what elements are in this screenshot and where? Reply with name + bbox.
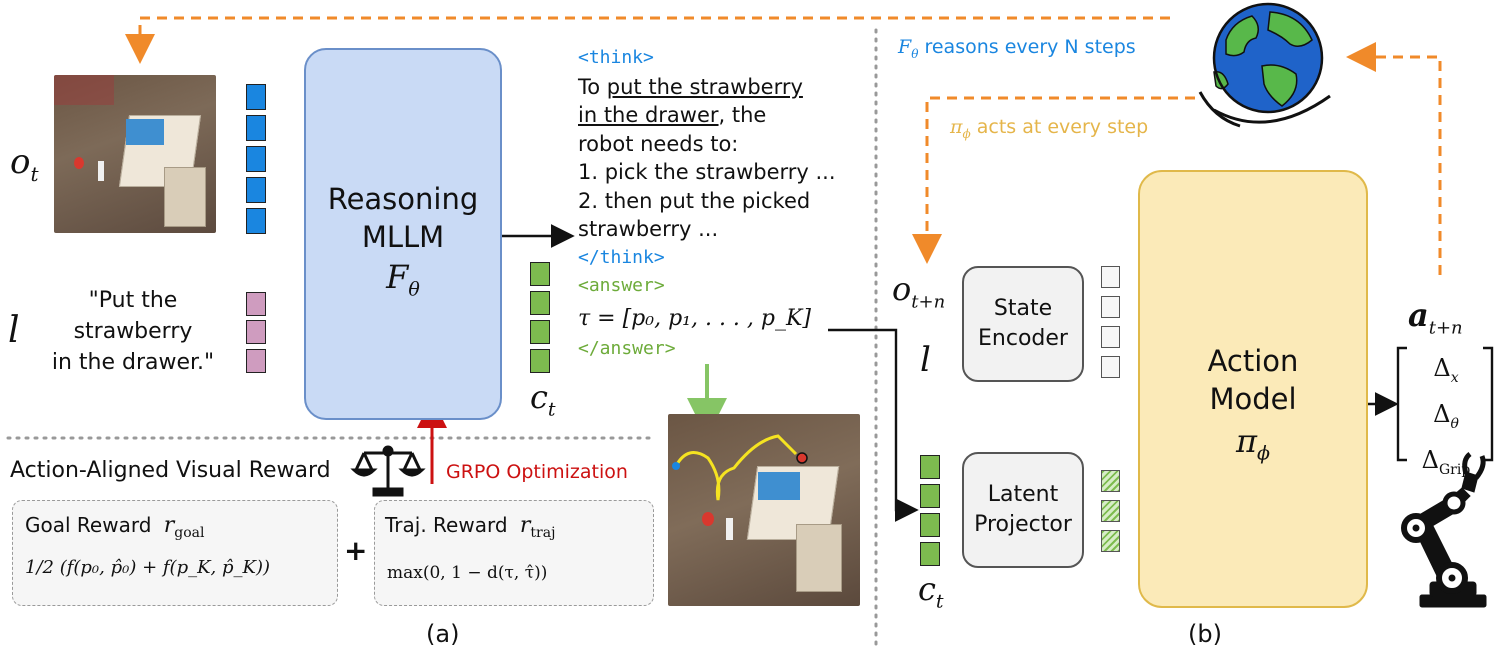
traj-reward-box: Traj. Reward rtraj max(0, 1 − d(τ, τ̂)) bbox=[374, 500, 654, 606]
reasons-note: Fθ reasons every N steps bbox=[898, 36, 1136, 61]
trajectory-image bbox=[668, 414, 860, 606]
mllm-symbol: Fθ bbox=[386, 258, 420, 301]
think-line-2: in the drawer, the bbox=[578, 103, 767, 127]
caption-b: (b) bbox=[1188, 620, 1222, 648]
goal-formula: 1/2 (f(p₀, p̂₀) + f(p_K, p̂_K)) bbox=[25, 557, 270, 578]
action-vector: Δx Δθ ΔGrip bbox=[1410, 350, 1482, 487]
observation-image bbox=[54, 75, 216, 233]
tau-formula: τ = [p₀, p₁, . . . , p_K] bbox=[578, 305, 811, 331]
robot-arm-icon bbox=[1401, 452, 1487, 608]
lang-label-right: l bbox=[920, 340, 931, 380]
action-to-env-arrow bbox=[1346, 42, 1442, 275]
goal-reward-label: Goal Reward rgoal bbox=[25, 513, 205, 541]
action-output-label: at+n bbox=[1408, 296, 1463, 339]
answer-close-tag: </answer> bbox=[578, 338, 676, 359]
answer-open-tag: <answer> bbox=[578, 275, 665, 296]
plus-sign: + bbox=[344, 534, 368, 567]
ct-label-left: ct bbox=[530, 378, 556, 421]
ct-label-right: ct bbox=[918, 570, 944, 613]
goal-reward-box: Goal Reward rgoal 1/2 (f(p₀, p̂₀) + f(p_… bbox=[12, 500, 338, 606]
think-line-6: strawberry ... bbox=[578, 217, 719, 241]
traj-reward-label: Traj. Reward rtraj bbox=[385, 513, 556, 541]
globe-icon bbox=[1198, 2, 1331, 128]
delta-theta: Δθ bbox=[1433, 399, 1459, 432]
delta-grip: ΔGrip bbox=[1421, 445, 1471, 478]
think-close-tag: </think> bbox=[578, 246, 665, 268]
think-line-3: robot needs to: bbox=[578, 131, 739, 156]
tau-to-projector-arrow bbox=[828, 328, 919, 522]
mllm-title: Reasoning bbox=[327, 182, 479, 216]
action-model-symbol: πϕ bbox=[1236, 422, 1270, 465]
grpo-label: GRPO Optimization bbox=[446, 461, 628, 483]
instruction-text: "Put the strawberry in the drawer." bbox=[51, 288, 215, 375]
think-line-4: 1. pick the strawberry ... bbox=[578, 160, 836, 184]
action-model-subtitle: Model bbox=[1209, 382, 1297, 416]
action-model-title: Action bbox=[1207, 344, 1299, 378]
think-block: <think> To put the strawberry in the dra… bbox=[578, 44, 868, 364]
vector-brackets bbox=[1396, 346, 1494, 462]
acts-note: πϕ acts at every step bbox=[950, 116, 1149, 141]
reward-title: Action-Aligned Visual Reward bbox=[10, 458, 331, 483]
think-line-5: 2. then put the picked bbox=[578, 188, 811, 213]
mllm-subtitle: MLLM bbox=[361, 220, 445, 254]
traj-formula: max(0, 1 − d(τ, τ̂)) bbox=[387, 563, 548, 583]
obs-label: ot bbox=[10, 142, 39, 186]
lang-label: l bbox=[8, 310, 20, 351]
obs-tn-label: ot+n bbox=[892, 270, 946, 313]
delta-x: Δx bbox=[1433, 354, 1459, 386]
caption-a: (a) bbox=[426, 620, 460, 648]
action-model-box: Action Model πϕ bbox=[1138, 170, 1368, 608]
env-to-obs-arrow bbox=[912, 96, 1195, 264]
balance-scale-icon bbox=[350, 445, 426, 497]
think-open-tag: <think> bbox=[578, 47, 654, 68]
reasoning-mllm-box: Reasoning MLLM Fθ bbox=[304, 48, 502, 420]
think-line-1: To put the strawberry bbox=[578, 74, 803, 99]
env-feedback-arrow bbox=[125, 16, 1170, 64]
